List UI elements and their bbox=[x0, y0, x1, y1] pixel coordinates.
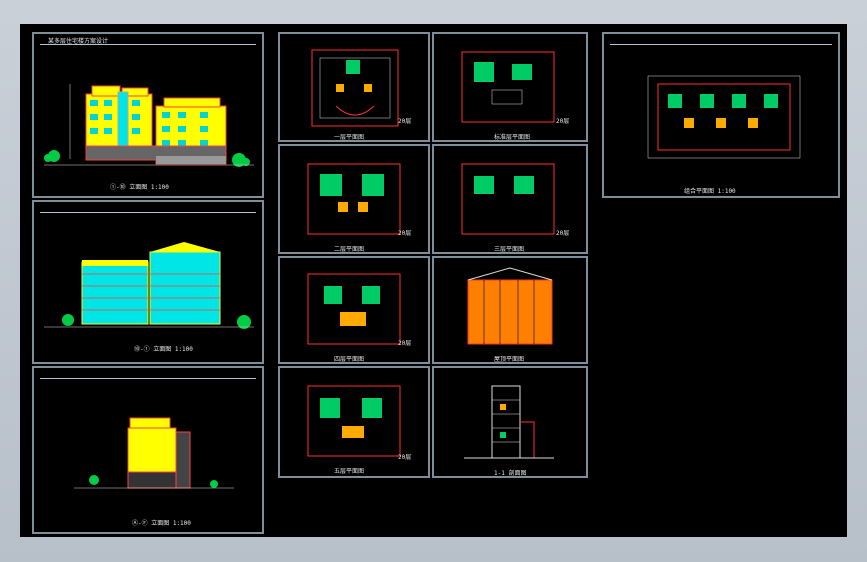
sheet-caption: 三层平面图 bbox=[494, 246, 525, 253]
section-drawing bbox=[464, 385, 554, 459]
sheet-large-plan[interactable]: 组合平面图 1:100 bbox=[602, 32, 840, 198]
cad-drawing-canvas[interactable]: 某多层住宅楼方案设计 bbox=[20, 24, 847, 537]
front-elevation-drawing bbox=[44, 84, 254, 167]
floor-plan-drawing bbox=[461, 163, 555, 235]
sheet-tag: 20层 bbox=[556, 118, 570, 125]
sheet-front-elevation[interactable]: 某多层住宅楼方案设计 bbox=[32, 32, 264, 198]
sheet-plan-6[interactable]: 五层平面图 20层 bbox=[278, 366, 430, 478]
side-elevation-drawing bbox=[74, 417, 234, 489]
sheet-caption: 二层平面图 bbox=[334, 246, 365, 253]
sheet-section[interactable]: 1-1 剖面图 bbox=[432, 366, 588, 478]
sheet-plan-4[interactable]: 三层平面图 20层 bbox=[432, 144, 588, 254]
sheet-plan-1[interactable]: 一层平面图 20层 bbox=[278, 32, 430, 142]
sheet-side-elevation[interactable]: Ⓐ-Ⓕ 立面图 1:100 bbox=[32, 366, 264, 534]
roof-plan-drawing bbox=[467, 267, 553, 345]
sheet-caption: Ⓐ-Ⓕ 立面图 1:100 bbox=[132, 520, 191, 527]
sheet-caption: 五层平面图 bbox=[334, 468, 365, 475]
title-line bbox=[610, 44, 832, 45]
sheet-tag: 20层 bbox=[556, 230, 570, 237]
sheet-plan-3[interactable]: 二层平面图 20层 bbox=[278, 144, 430, 254]
sheet-caption: 1-1 剖面图 bbox=[494, 470, 527, 477]
sheet-caption: ⑩-① 立面图 1:100 bbox=[134, 346, 193, 353]
floor-plan-drawing bbox=[307, 273, 401, 345]
drawing-title: 某多层住宅楼方案设计 bbox=[48, 38, 109, 45]
floor-plan-drawing bbox=[461, 51, 555, 123]
sheet-caption: 组合平面图 1:100 bbox=[684, 188, 736, 195]
sheet-plan-2[interactable]: 标准层平面图 20层 bbox=[432, 32, 588, 142]
sheet-caption: 标准层平面图 bbox=[494, 134, 531, 141]
sheet-caption: 一层平面图 bbox=[334, 134, 365, 141]
title-line bbox=[40, 44, 256, 45]
floor-plan-drawing bbox=[307, 385, 401, 457]
combined-plan-drawing bbox=[647, 75, 801, 159]
sheet-caption: ①-⑩ 立面图 1:100 bbox=[110, 184, 169, 191]
sheet-caption: 屋顶平面图 bbox=[494, 356, 525, 363]
title-line bbox=[40, 378, 256, 379]
sheet-rear-elevation[interactable]: ⑩-① 立面图 1:100 bbox=[32, 200, 264, 364]
title-line bbox=[40, 212, 256, 213]
sheet-roof-plan[interactable]: 屋顶平面图 bbox=[432, 256, 588, 364]
sheet-tag: 20层 bbox=[398, 454, 412, 461]
sheet-tag: 20层 bbox=[398, 230, 412, 237]
sheet-plan-5[interactable]: 四层平面图 20层 bbox=[278, 256, 430, 364]
rear-elevation-drawing bbox=[44, 242, 254, 329]
floor-plan-drawing bbox=[311, 49, 399, 127]
sheet-tag: 20层 bbox=[398, 118, 412, 125]
floor-plan-drawing bbox=[307, 163, 401, 235]
sheet-caption: 四层平面图 bbox=[334, 356, 365, 363]
sheet-tag: 20层 bbox=[398, 340, 412, 347]
